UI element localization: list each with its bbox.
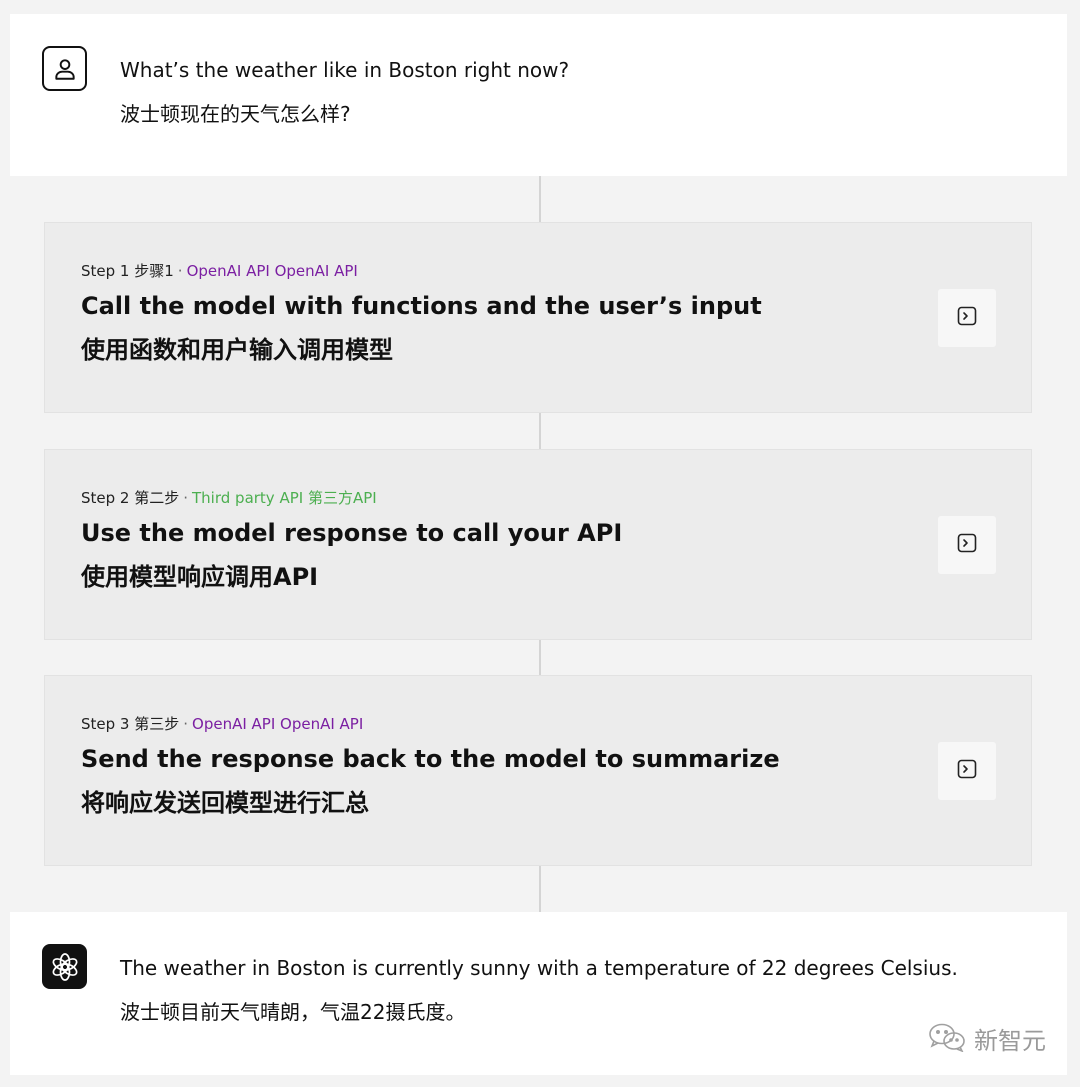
openai-logo-icon [42, 944, 87, 989]
assistant-message-en: The weather in Boston is currently sunny… [120, 956, 958, 980]
step-api: Third party API 第三方API [192, 489, 377, 507]
watermark-text: 新智元 [974, 1026, 1046, 1055]
step-title-en: Use the model response to call your API [81, 519, 623, 547]
step-api: OpenAI API OpenAI API [186, 262, 358, 280]
watermark: 新智元 [928, 1022, 1046, 1059]
step-card-2: Step 2 第二步·Third party API 第三方API Use th… [44, 449, 1032, 640]
assistant-message-card: The weather in Boston is currently sunny… [10, 912, 1067, 1075]
step-api: OpenAI API OpenAI API [192, 715, 364, 733]
step-separator: · [177, 262, 183, 280]
user-message-card: What’s the weather like in Boston right … [10, 14, 1067, 176]
user-icon [42, 46, 87, 91]
step-separator: · [183, 489, 189, 507]
terminal-icon [957, 533, 977, 557]
step-title-zh: 将响应发送回模型进行汇总 [81, 789, 369, 817]
connector-line [539, 866, 541, 912]
step-card-3: Step 3 第三步·OpenAI API OpenAI API Send th… [44, 675, 1032, 866]
step-meta: Step 1 步骤1·OpenAI API OpenAI API [81, 261, 358, 281]
terminal-icon [957, 759, 977, 783]
step-separator: · [183, 715, 189, 733]
user-message-en: What’s the weather like in Boston right … [120, 58, 570, 82]
terminal-icon [957, 306, 977, 330]
step-code-button[interactable] [938, 289, 996, 347]
step-label: Step 2 第二步 [81, 489, 180, 507]
step-code-button[interactable] [938, 742, 996, 800]
wechat-icon [928, 1022, 966, 1059]
step-title-en: Call the model with functions and the us… [81, 292, 762, 320]
step-title-zh: 使用模型响应调用API [81, 563, 319, 591]
step-meta: Step 2 第二步·Third party API 第三方API [81, 488, 377, 508]
step-label: Step 3 第三步 [81, 715, 180, 733]
connector-line [539, 640, 541, 676]
step-title-en: Send the response back to the model to s… [81, 745, 780, 773]
step-code-button[interactable] [938, 516, 996, 574]
connector-line [539, 176, 541, 222]
step-card-1: Step 1 步骤1·OpenAI API OpenAI API Call th… [44, 222, 1032, 413]
user-message-zh: 波士顿现在的天气怎么样? [120, 102, 351, 126]
step-label: Step 1 步骤1 [81, 262, 174, 280]
connector-line [539, 413, 541, 449]
step-meta: Step 3 第三步·OpenAI API OpenAI API [81, 714, 363, 734]
assistant-message-zh: 波士顿目前天气晴朗，气温22摄氏度。 [120, 1000, 466, 1024]
step-title-zh: 使用函数和用户输入调用模型 [81, 336, 393, 364]
